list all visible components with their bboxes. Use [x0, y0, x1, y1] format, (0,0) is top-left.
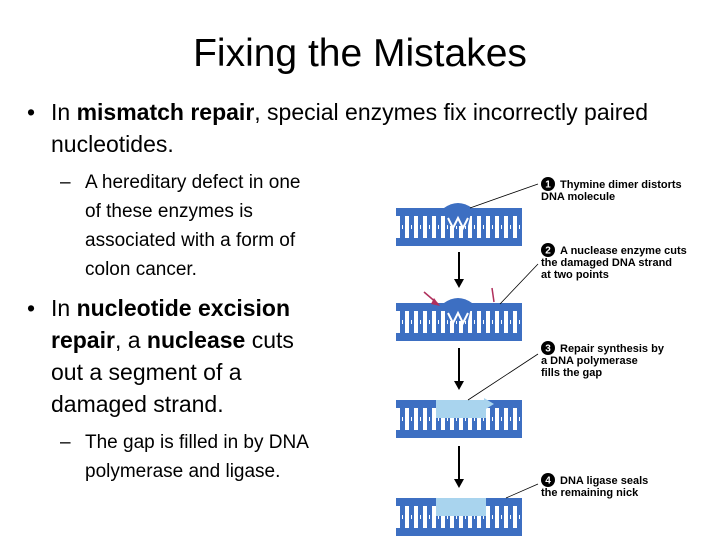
dna-backbone-bottom	[396, 333, 522, 341]
repaired-segment	[436, 498, 486, 516]
step-caption-line: A nuclease enzyme cuts	[560, 245, 687, 257]
nuclease-cut-pointer-left-head	[431, 298, 440, 306]
thymine-dimer	[444, 298, 472, 321]
step-number: 2	[545, 246, 551, 257]
step-caption-line: a DNA polymerase	[541, 355, 638, 367]
sub-dash: –	[60, 172, 71, 193]
dna-helix-4	[396, 498, 522, 536]
bullet-dot: •	[27, 99, 36, 125]
step-caption-line: Repair synthesis by	[560, 343, 665, 355]
subbullet-colon-cancer: – A hereditary defect in one of these en…	[60, 168, 310, 284]
dna-backbone-bottom	[396, 528, 522, 536]
step-number: 4	[545, 476, 551, 487]
dna-backbone-bottom	[396, 238, 522, 246]
dna-helix-2	[396, 298, 522, 341]
dna-backbone-bottom	[396, 430, 522, 438]
step-arrow-head	[454, 381, 464, 390]
step-number: 3	[545, 344, 551, 355]
term-mismatch-repair: mismatch repair	[76, 99, 255, 125]
step-arrow-head	[454, 279, 464, 288]
caption-leader-line	[467, 353, 539, 401]
sub-dash: –	[60, 432, 71, 453]
bullet-nucleotide-excision: • In nucleotide excision repair, a nucle…	[27, 292, 326, 420]
step-caption-line: DNA ligase seals	[560, 475, 648, 487]
step-number-badge	[541, 243, 555, 257]
step-number-badge	[541, 341, 555, 355]
bullet-dot: •	[27, 295, 36, 321]
step-caption-line: the remaining nick	[541, 487, 639, 499]
bullet-mismatch-repair: • In mismatch repair, special enzymes fi…	[27, 96, 651, 160]
nuclease-cut-pointer-right	[491, 287, 495, 303]
thymine-dimer	[444, 203, 472, 226]
term-nuclease: nuclease	[146, 327, 246, 353]
term-nucleotide-excision-repair: nucleotide excision repair	[51, 295, 291, 353]
repair-synthesis-segment	[436, 400, 486, 418]
dimer-distortion	[447, 310, 469, 326]
dna-helix-1	[396, 203, 522, 246]
step-caption-line: DNA molecule	[541, 191, 615, 203]
step-caption-line: the damaged DNA strand	[541, 257, 672, 269]
polymerase-direction-arrow	[484, 398, 494, 410]
step-caption-3: 3 Repair synthesis bya DNA polymerasefill…	[541, 341, 665, 379]
dimer-distortion	[447, 215, 469, 231]
dna-helix-3	[396, 398, 522, 438]
step-number-badge	[541, 473, 555, 487]
slide-title: Fixing the Mistakes	[193, 32, 527, 75]
step-caption-line: Thymine dimer distorts	[560, 179, 682, 191]
subbullet-gap-filled: – The gap is filled in by DNA polymerase…	[60, 428, 310, 486]
step-arrow-head	[454, 479, 464, 488]
step-caption-line: at two points	[541, 269, 609, 281]
step-number-badge	[541, 177, 555, 191]
caption-leader-line	[499, 263, 539, 305]
step-caption-line: fills the gap	[541, 367, 602, 379]
caption-leader-line	[469, 183, 539, 209]
caption-leader-line	[505, 483, 539, 499]
step-number: 1	[545, 180, 551, 191]
